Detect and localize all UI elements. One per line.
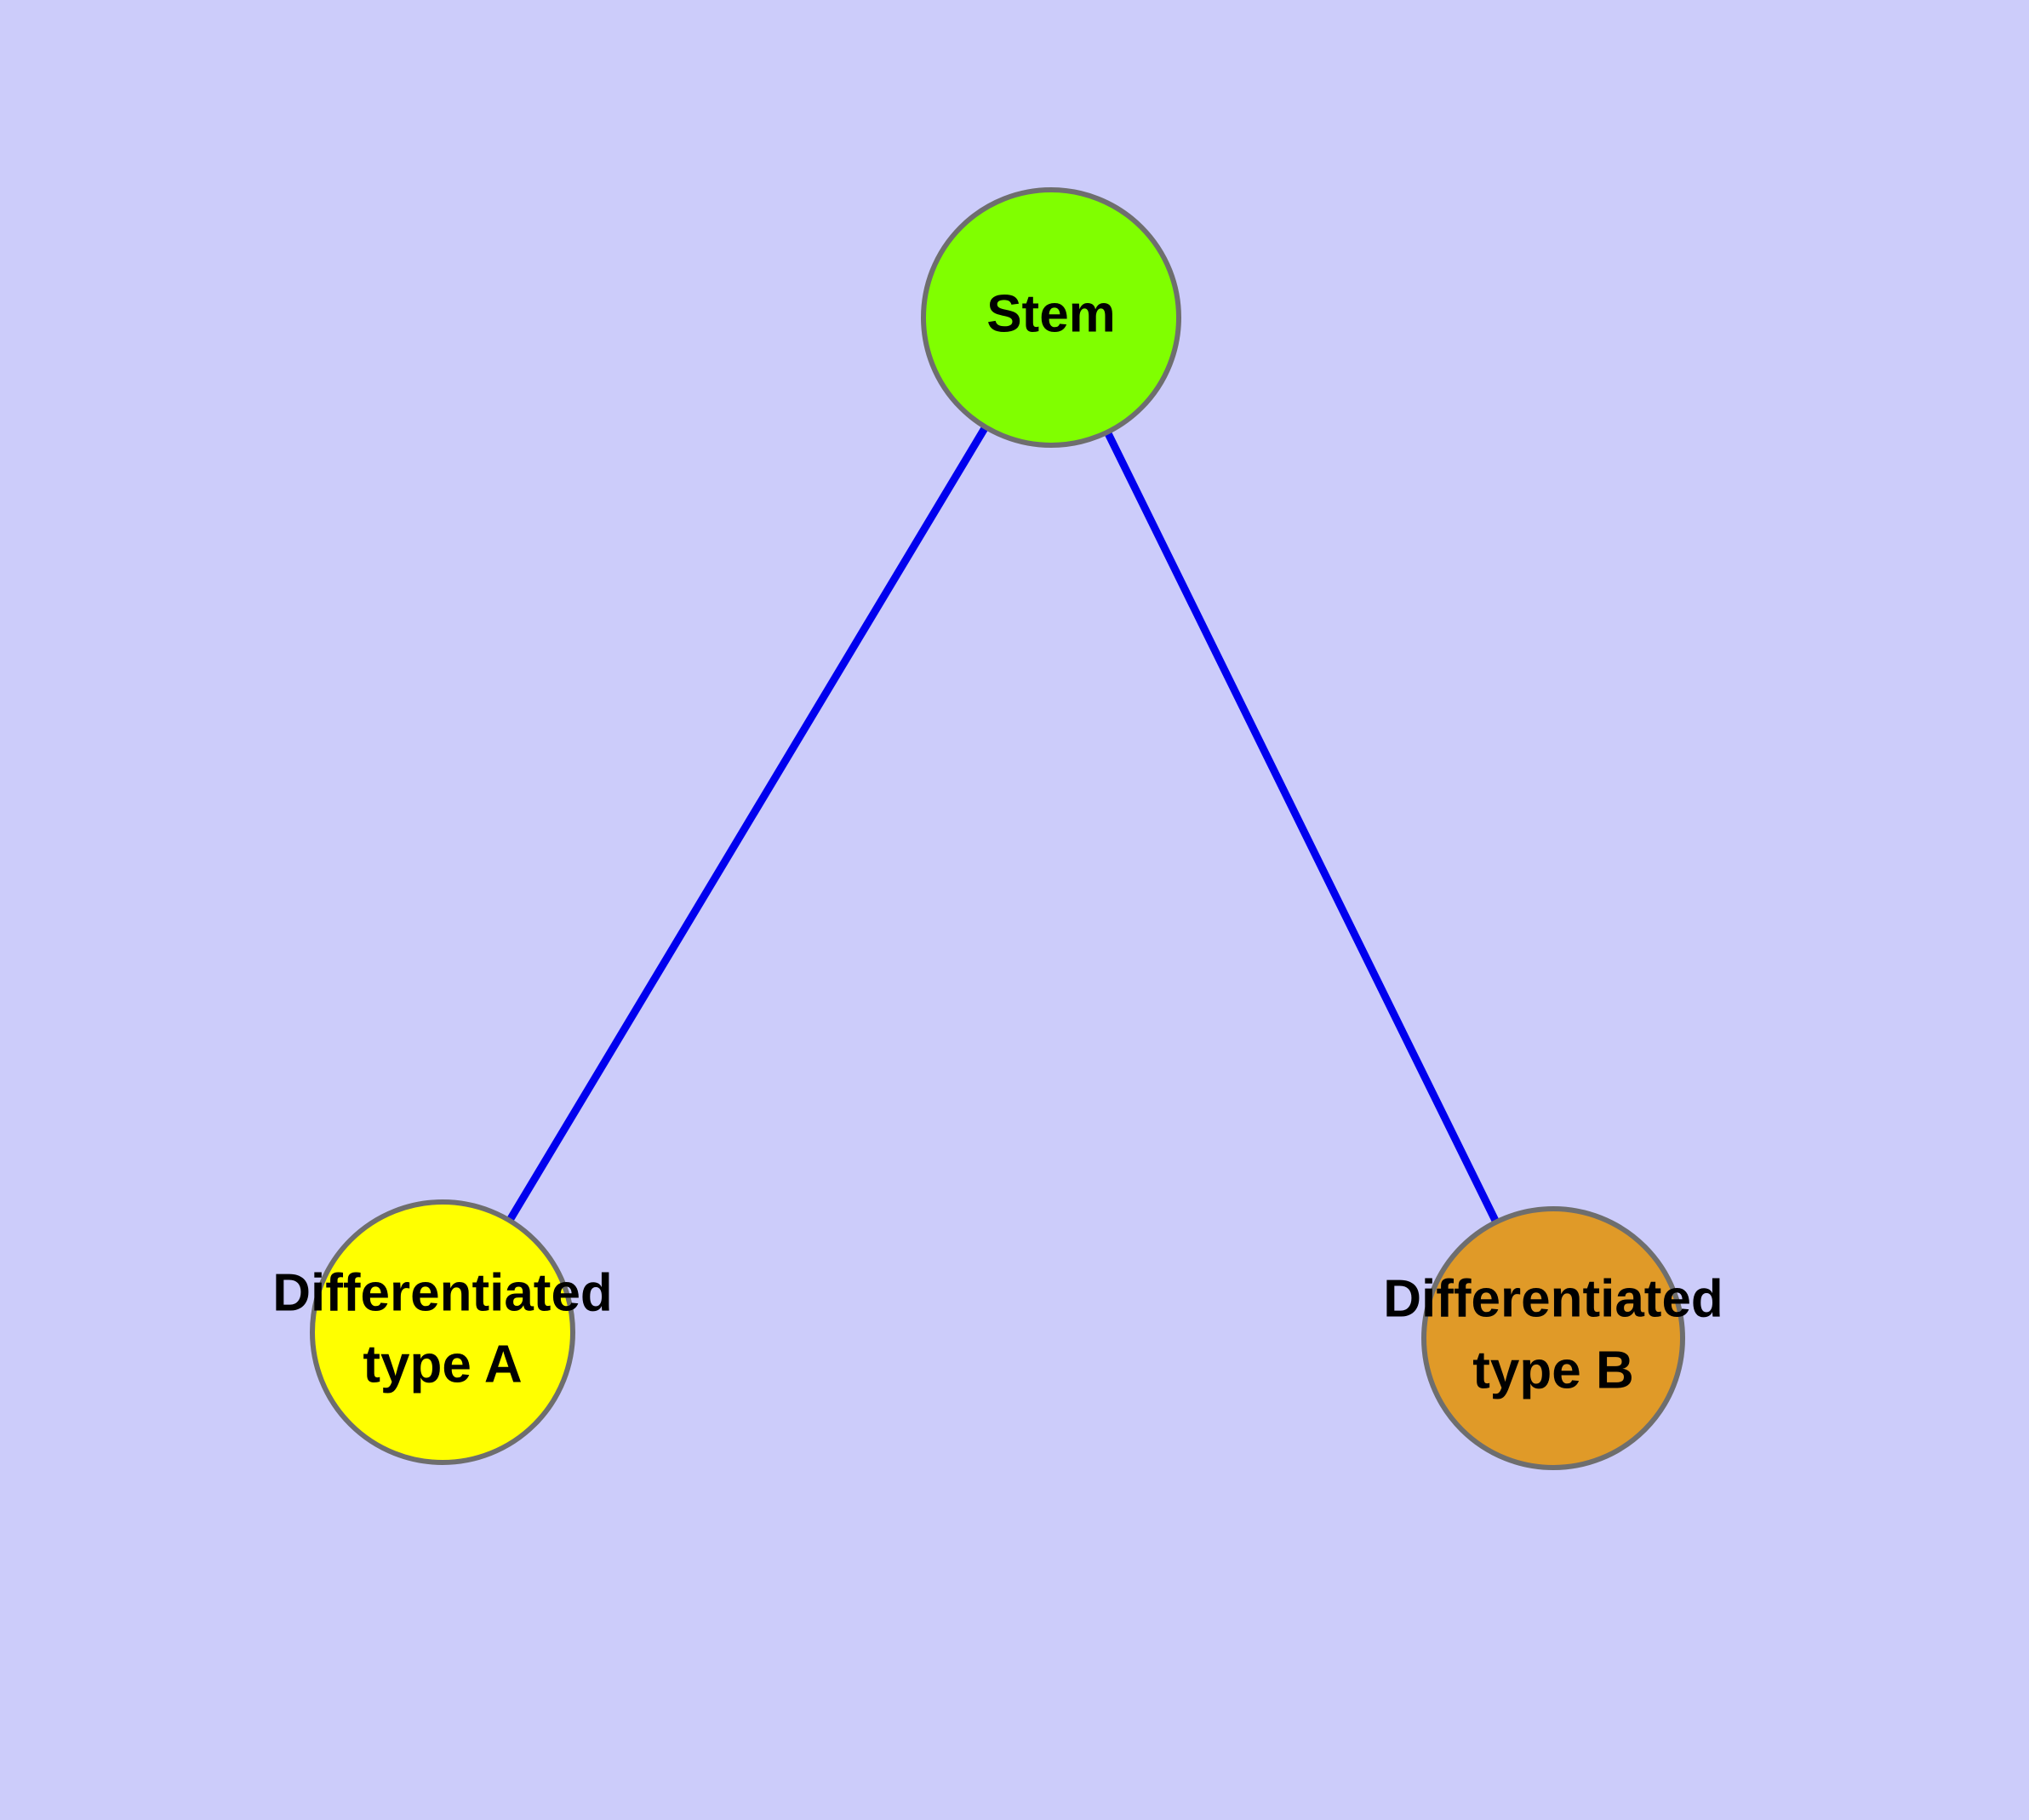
node-circle-diff-b[interactable] [1421, 1206, 1685, 1470]
node-label-diff-b-line1: Differentiated [1383, 1269, 1723, 1328]
node-label-diff-a-line2: type A [363, 1335, 522, 1394]
edge-stem-diff-b[interactable] [1047, 316, 1557, 1340]
node-label-diff-a-line1: Differentiated [272, 1263, 613, 1322]
node-diff-a[interactable]: Differentiated type A [272, 1199, 613, 1465]
node-diff-b[interactable]: Differentiated type B [1383, 1206, 1723, 1470]
node-circle-stem[interactable] [921, 187, 1181, 448]
node-circle-diff-a[interactable] [310, 1199, 575, 1465]
node-stem[interactable]: Stem [921, 187, 1181, 448]
edge-stem-diff-a[interactable] [439, 315, 1055, 1335]
edges-layer [439, 315, 1557, 1340]
node-label-stem-line1: Stem [986, 284, 1116, 343]
node-label-diff-b-line2: type B [1472, 1341, 1633, 1399]
